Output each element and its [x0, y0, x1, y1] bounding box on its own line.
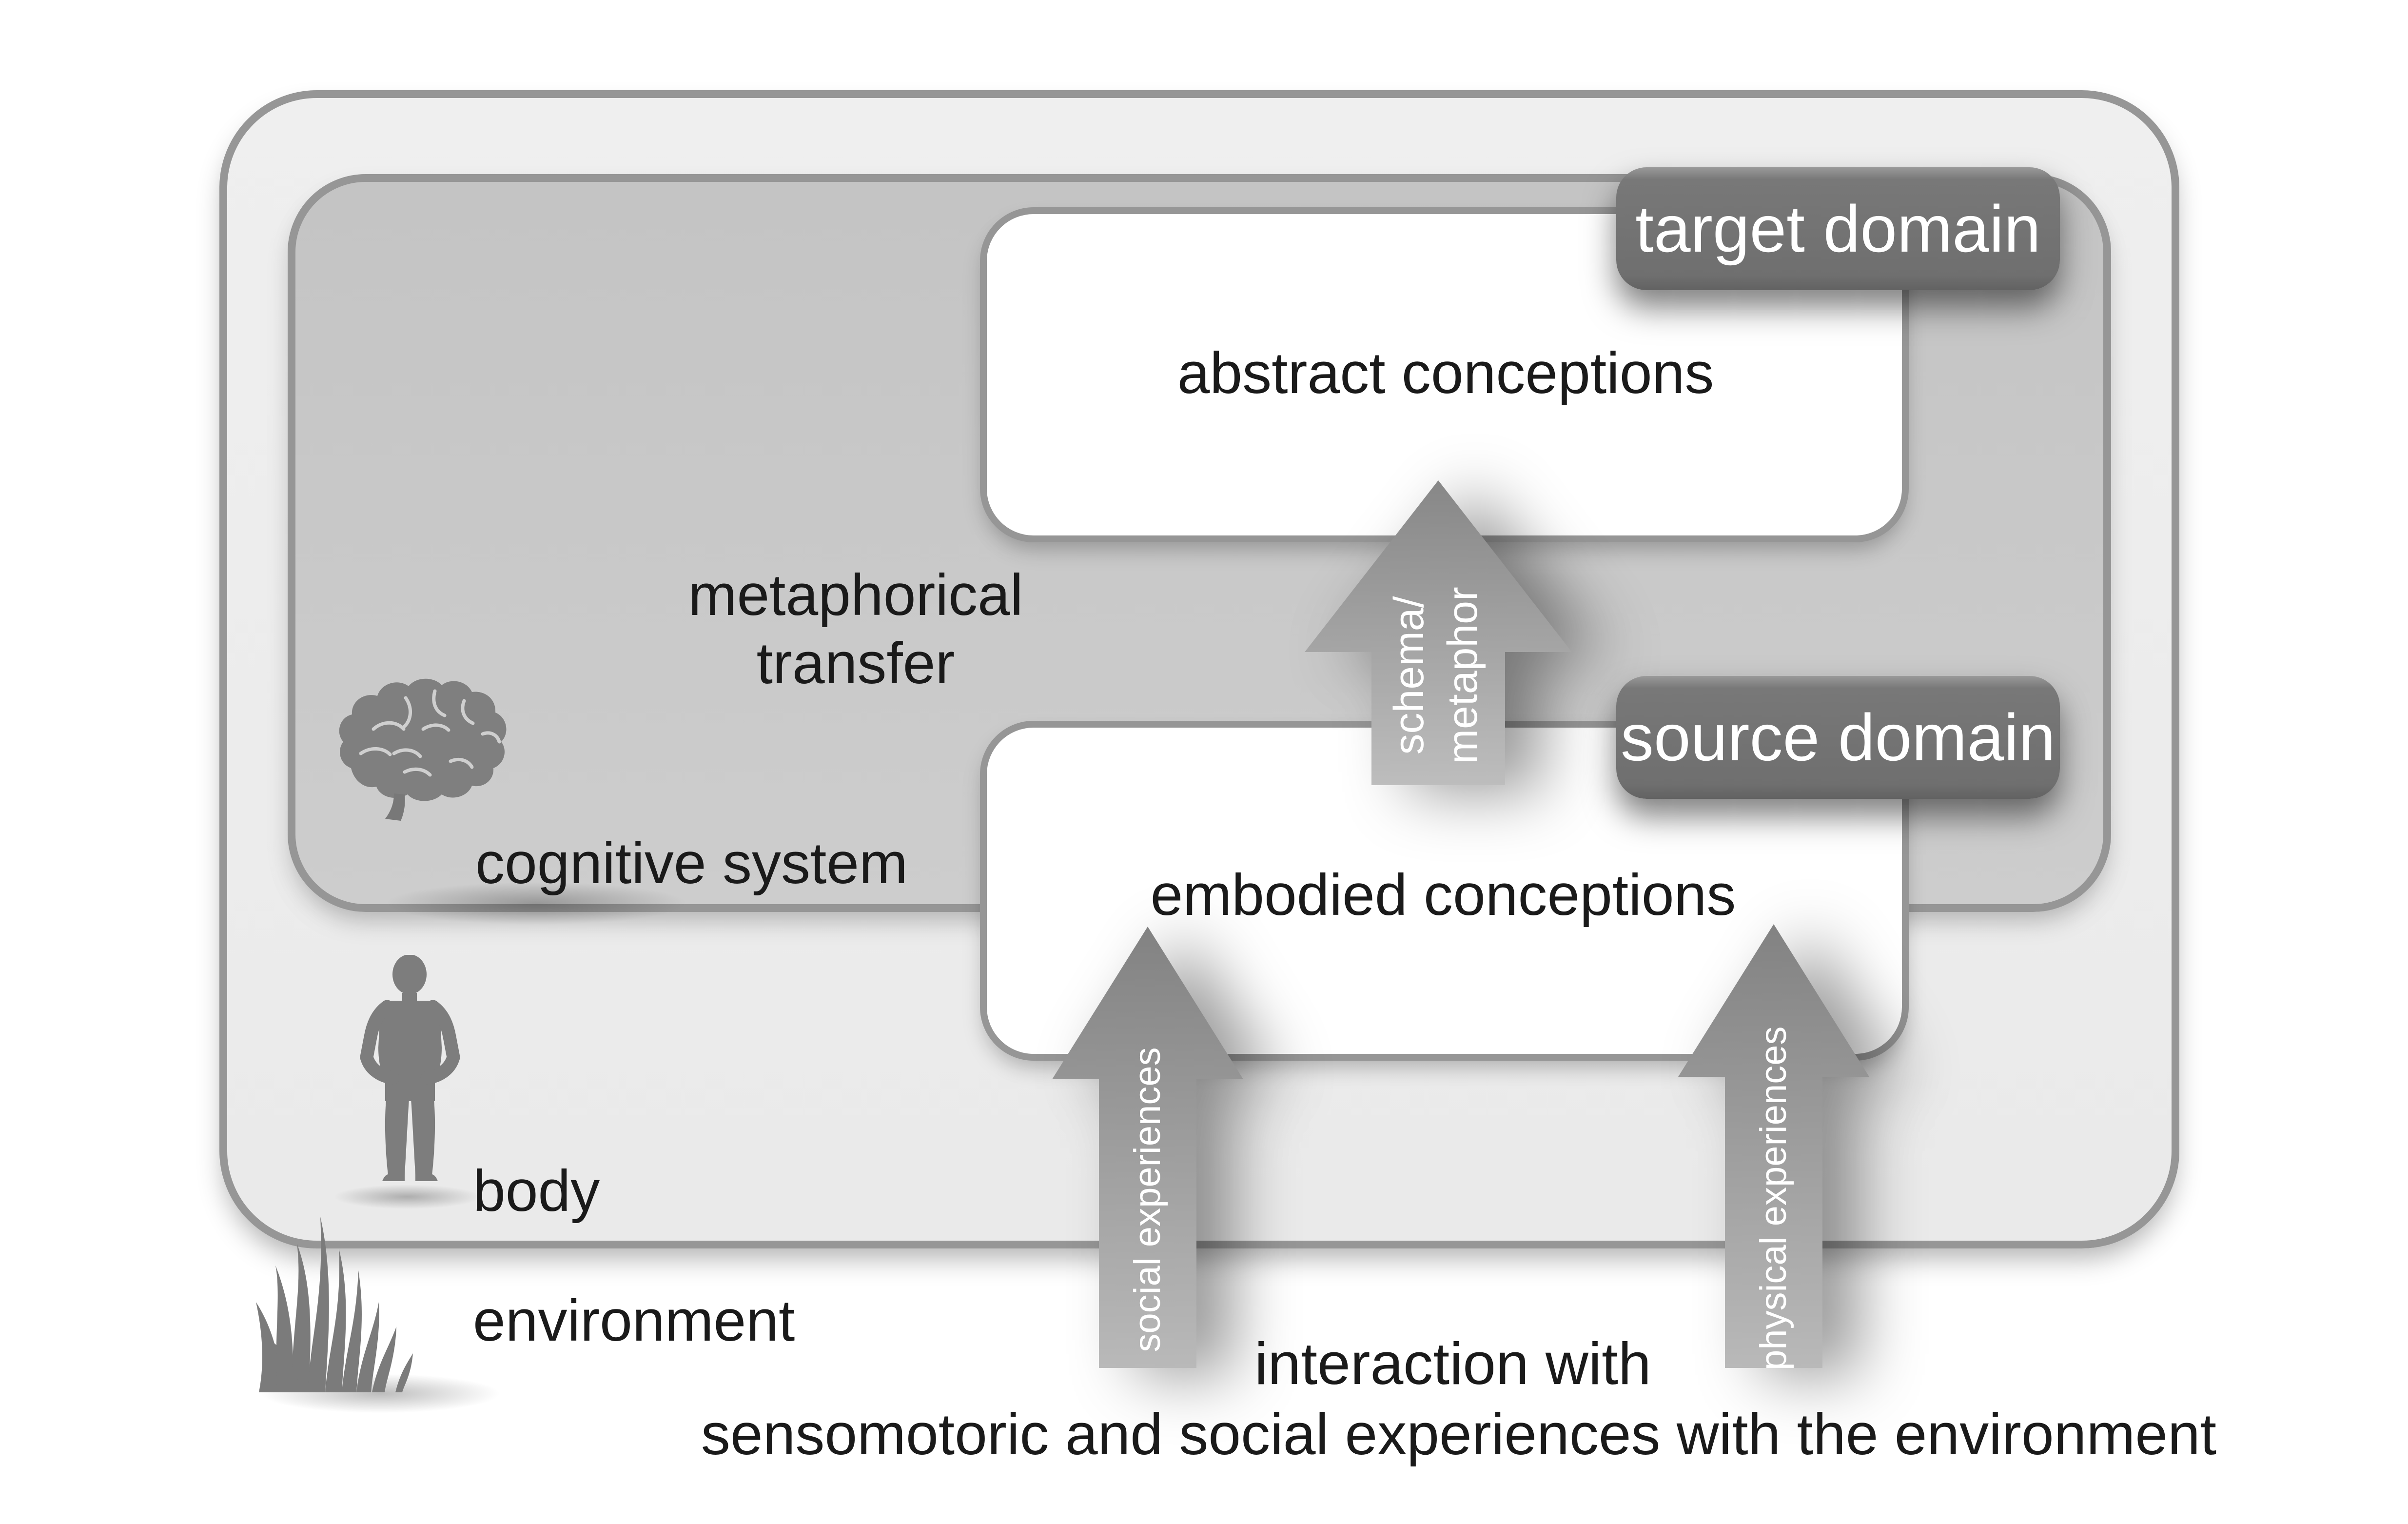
source-domain-badge: source domain [1616, 676, 2060, 799]
schema-metaphor-arrow [1305, 480, 1572, 785]
schema-metaphor-arrow-label: schema/metaphor [1386, 587, 1486, 764]
social-experiences-arrow [1052, 927, 1243, 1368]
embodied-conceptions-label: embodied conceptions [1150, 862, 1736, 928]
abstract-conceptions-label: abstract conceptions [1177, 340, 1714, 406]
physical-experiences-arrow [1678, 924, 1869, 1368]
social-experiences-arrow-label: social experiences [1127, 1047, 1168, 1352]
brain-icon [339, 678, 507, 821]
person-shadow [302, 1179, 512, 1214]
target-domain-badge: target domain [1616, 167, 2060, 290]
grass-icon [256, 1217, 413, 1392]
sensomotoric-label: sensomotoric and social experiences with… [701, 1402, 2217, 1467]
environment-label: environment [473, 1288, 795, 1353]
physical-experiences-arrow-label: physical experiences [1753, 1026, 1794, 1371]
interaction-with-label: interaction with [1254, 1330, 1651, 1397]
cognitive-system-label: cognitive system [475, 831, 908, 896]
body-label: body [473, 1158, 600, 1224]
person-icon [360, 955, 460, 1181]
brain-shadow [322, 873, 751, 934]
